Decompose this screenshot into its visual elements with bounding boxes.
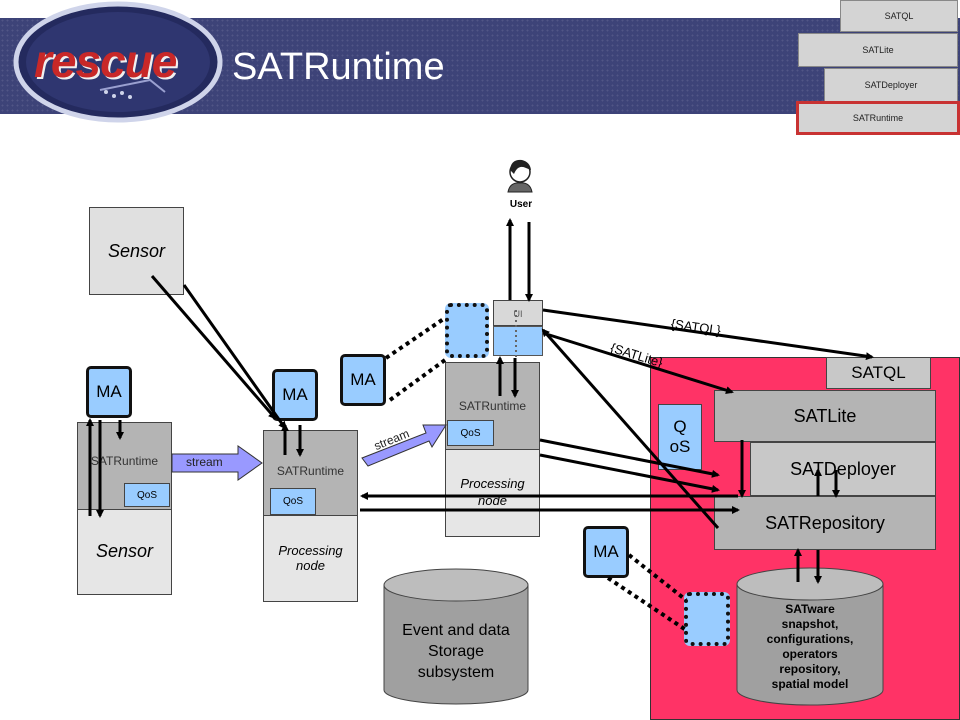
- sensor-node-qos-label: QoS: [136, 489, 157, 501]
- db-cylinder: [736, 567, 884, 706]
- proc-node-1-qos-label: QoS: [282, 496, 303, 507]
- server-qos-box: Q oS: [658, 404, 702, 470]
- db-label: SATware snapshot, configurations, operat…: [766, 602, 854, 691]
- ma-box-proc2: MA: [340, 354, 386, 406]
- satlite-label: SATLite: [793, 405, 857, 426]
- satql-box: SATQL: [826, 357, 931, 389]
- sensor-node-label: Sensor: [95, 540, 154, 561]
- proc-node-1-qos: QoS: [270, 488, 316, 515]
- sensor-node-runtime-label: SATRuntime: [90, 454, 159, 468]
- sensor-node-qos: QoS: [124, 483, 170, 507]
- page-title: SATRuntime: [232, 46, 445, 88]
- proc-node-2-qos: QoS: [447, 420, 494, 446]
- stream-label-1: stream: [186, 455, 223, 469]
- slide-header: rescue SATRuntime SATQL SATLite SATDeplo…: [0, 0, 960, 135]
- satdeployer-box: SATDeployer: [750, 442, 936, 496]
- nav-item-satlite[interactable]: SATLite: [798, 33, 958, 67]
- ma-link-box-top: [445, 303, 489, 358]
- logo-graphic: [13, 1, 223, 123]
- proc-node-2-runtime-label: SATRuntime: [458, 399, 527, 413]
- ma-box-proc1: MA: [272, 369, 318, 421]
- ui-label: UI: [513, 309, 523, 319]
- ma-sensor-label: MA: [96, 382, 122, 401]
- ui-inner-box: [493, 326, 543, 356]
- server-qos-label: Q oS: [669, 417, 691, 456]
- satlite-box: SATLite: [714, 390, 936, 442]
- satrepository-label: SATRepository: [765, 512, 885, 533]
- ma-link-box-bottom: [684, 592, 730, 646]
- satql-label: SATQL: [851, 363, 906, 382]
- sensor-top-label: Sensor: [107, 240, 166, 261]
- ma-proc2-label: MA: [350, 370, 376, 389]
- ma-box-server: MA: [583, 526, 629, 578]
- nav-item-satruntime[interactable]: SATRuntime: [796, 101, 960, 135]
- ui-box: UI: [493, 300, 543, 326]
- ma-server-label: MA: [593, 542, 619, 561]
- stream-arrow-2: [361, 424, 447, 467]
- user-label: User: [509, 198, 533, 210]
- ma-proc1-label: MA: [282, 385, 308, 404]
- nav-item-satql[interactable]: SATQL: [840, 0, 958, 32]
- ma-box-sensor: MA: [86, 366, 132, 418]
- storage-label: Event and data Storage subsystem: [402, 621, 510, 681]
- nav-item-satdeployer[interactable]: SATDeployer: [824, 68, 958, 102]
- logo-text: rescue: [34, 35, 177, 87]
- stream-arrow-1: [171, 445, 263, 481]
- proc-node-2-qos-label: QoS: [460, 427, 481, 439]
- storage-cylinder: [383, 568, 529, 705]
- sensor-top-box: Sensor: [89, 207, 184, 295]
- proc-node-1-label: Processing node: [278, 543, 343, 573]
- proc-node-1-runtime-label: SATRuntime: [276, 464, 345, 478]
